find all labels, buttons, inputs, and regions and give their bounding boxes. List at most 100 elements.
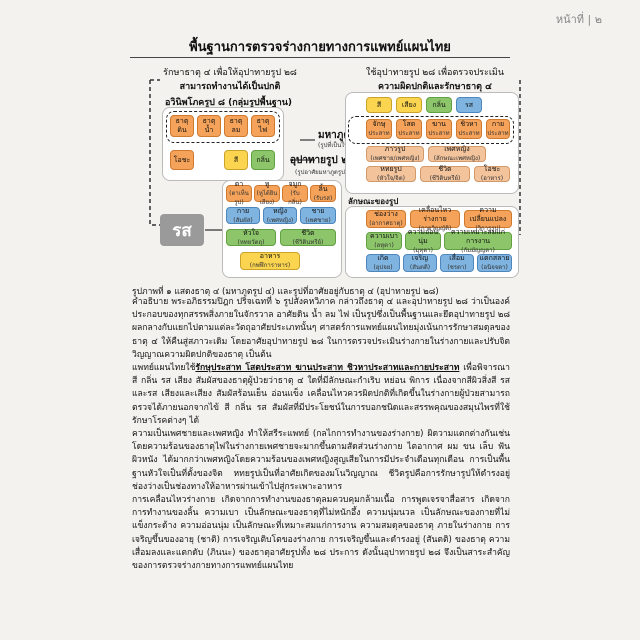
- box-label: ความเปลี่ยนแปลง: [469, 205, 507, 223]
- box-label: เกิด: [377, 254, 389, 262]
- box-subtitle: (ชีวิตินทรีย์): [429, 175, 461, 182]
- avi-box-fire: ธาตุไฟ: [251, 115, 275, 137]
- center-box-life: ชีวิต(ชีวิตินทรีย์): [280, 229, 336, 246]
- box-label: ลิ้น: [318, 184, 328, 193]
- box-subtitle: (อาหาร): [480, 175, 504, 182]
- avi-box-oja: โอชะ: [170, 150, 194, 170]
- box-label: ชีวิต: [301, 228, 315, 237]
- box-subtitle: (รับรส): [313, 194, 333, 202]
- upadaya-label: อุปาทายรูป ๒๔: [290, 155, 356, 166]
- center-box-ear: หู(หูได้ยินเสียง): [254, 180, 280, 206]
- page-number: หน้าที่ | ๒: [555, 13, 602, 26]
- page-title: พื้นฐานการตรวจร่างกายทางการแพทย์แผนไทย: [189, 40, 451, 55]
- box-subtitle: (มุทุตา): [413, 246, 433, 254]
- paragraph-3: ความเป็นเพศชายและเพศหญิง ทำให้สรีระแพทย์…: [132, 429, 510, 492]
- right-box-lahuta: ความเบา (ลหุตา): [366, 232, 402, 250]
- box-subtitle: (สันตติ): [409, 264, 431, 271]
- right-box-aniccata: แตกสลาย(อนิจจตา): [477, 254, 512, 272]
- right-heading-1: ใช้อุปาทายรูป ๒๘ เพื่อตรวจประเมิน: [365, 68, 505, 78]
- box-label: หญิง: [273, 206, 287, 215]
- center-box-eye: ตา (ตาเห็นรูป): [226, 180, 252, 206]
- right-box-color: สี: [366, 97, 392, 113]
- right-box-ear-prasat: โสตประสาท: [396, 119, 422, 139]
- box-subtitle: (ชีวิตินทรีย์): [292, 238, 324, 246]
- avi-box-wind: ธาตุลม: [224, 115, 248, 137]
- box-label: ช่องว่าง: [374, 210, 398, 218]
- right-box-jarata: เสื่อม (ชรตา): [440, 254, 474, 272]
- box-label: ความเบา: [370, 232, 398, 240]
- box-label: เจริญ: [411, 254, 429, 262]
- para2-terms: รักษุประสาท โสตประสาท ฆานประสาท ชิวหาประ…: [195, 363, 460, 374]
- box-label: กาย: [491, 120, 505, 128]
- center-box-tongue: ลิ้น(รับรส): [310, 185, 336, 202]
- title-underline: [130, 57, 510, 58]
- box-label: ฆาน: [432, 120, 446, 128]
- box-label: หทยรูป: [380, 165, 402, 173]
- center-box-female: หญิง(เพศหญิง): [263, 207, 297, 224]
- right-box-smell: กลิ่น: [426, 97, 452, 113]
- box-subtitle: ประสาท: [398, 130, 420, 137]
- box-label: ตา: [234, 180, 244, 188]
- right-box-nose-prasat: ฆานประสาท: [426, 119, 452, 139]
- box-subtitle: (วิการรูป): [475, 224, 501, 232]
- box-label: อาหาร: [259, 252, 281, 260]
- prasat-dashed-group: [348, 116, 514, 144]
- upadaya-sub: (รูปอาศัยมหาภูตรูปเกิดขึ้น): [295, 169, 365, 176]
- center-box-male: ชาย(เพศชาย): [300, 207, 336, 224]
- box-label: ความเหมาะสมแก่การงาน: [450, 227, 506, 245]
- box-label: ชิวหา: [460, 120, 478, 128]
- box-subtitle: (ตาเห็นรูป): [229, 190, 249, 206]
- right-box-oja: โอชะ (อาหาร): [474, 165, 510, 182]
- box-label: โอชะ: [483, 165, 501, 173]
- box-label: ภาวรูป: [384, 145, 406, 153]
- box-label: ชีวิต: [438, 165, 452, 173]
- box-subtitle: ประสาท: [458, 130, 480, 137]
- right-box-hadaya: หทยรูป(หัวใจ/จิต): [366, 165, 416, 182]
- box-label: หัวใจ: [242, 228, 260, 237]
- avi-box-smell: กลิ่น: [251, 150, 275, 170]
- paragraph-2: แพทย์แผนไทยใช้รักษุประสาท โสตประสาท ฆานป…: [132, 362, 510, 428]
- box-label: เสื่อม: [449, 254, 465, 262]
- box-subtitle: (อุปจย): [373, 264, 393, 271]
- center-box-heart: หัวใจ(หทยวัตถุ): [226, 229, 276, 246]
- para2-lead: แพทย์แผนไทยใช้: [132, 363, 196, 374]
- box-label: จักษุ: [372, 120, 386, 128]
- box-subtitle: (ลักษณะเพศหญิง): [433, 155, 481, 162]
- center-box-body: กาย(สัมผัส): [226, 207, 260, 224]
- figure-caption: รูปภาพที่ ๑ แสดงธาตุ ๔ (มหาภูตรูป ๔) และ…: [132, 287, 439, 297]
- mahabhuta-sub: (รูปที่เป็นใหญ่): [318, 142, 356, 149]
- box-subtitle: ประสาท: [428, 130, 450, 137]
- avi-box-water: ธาตุน้ำ: [197, 115, 221, 137]
- box-subtitle: (เพศชาย): [305, 216, 331, 224]
- center-box-nose: จมูก (รับกลิ่น): [282, 180, 308, 206]
- right-box-bhava: ภาวรูป (เพศชาย/เพศหญิง): [366, 145, 424, 162]
- box-subtitle: (เพศหญิง): [266, 216, 294, 224]
- box-subtitle: ประสาท: [487, 130, 509, 137]
- box-label: แตกสลาย: [479, 254, 510, 262]
- box-subtitle: (เพศชาย/เพศหญิง): [370, 155, 420, 162]
- avi-box-earth: ธาตุดิน: [170, 115, 194, 137]
- box-subtitle: (กายวิญญัติ): [418, 224, 452, 232]
- box-subtitle: (ลหุตา): [374, 242, 394, 249]
- right-box-life: ชีวิต (ชีวิตินทรีย์): [420, 165, 470, 182]
- box-subtitle: (กพฬีการาหาร): [249, 262, 291, 269]
- box-subtitle: (รับกลิ่น): [288, 190, 302, 206]
- right-box-sound: เสียง: [396, 97, 422, 113]
- right-box-female: เพศหญิง(ลักษณะเพศหญิง): [428, 145, 486, 162]
- right-box-space: ช่องว่าง(อากาศธาตุ): [366, 210, 406, 228]
- right-box-santati: เจริญ (สันตติ): [403, 254, 437, 272]
- box-label: ชาย: [311, 206, 325, 215]
- box-subtitle: (ชรตา): [447, 264, 467, 271]
- right-box-muduta: ความอ่อนนุ่ม(มุทุตา): [405, 228, 441, 254]
- box-subtitle: (กัมมัญญตา): [461, 246, 495, 254]
- right-box-tongue-prasat: ชิวหาประสาท: [456, 119, 482, 139]
- box-label: จมูก: [288, 180, 302, 188]
- box-subtitle: (สัมผัส): [233, 216, 253, 224]
- box-label: ความอ่อนนุ่ม: [407, 227, 439, 245]
- right-box-kammannata: ความเหมาะสมแก่การงาน(กัมมัญญตา): [444, 228, 512, 254]
- box-subtitle: ประสาท: [368, 130, 390, 137]
- rs-taste-box: รส: [160, 214, 204, 246]
- right-box-taste: รส: [456, 97, 482, 113]
- right-box-vikara: ความเปลี่ยนแปลง(วิการรูป): [464, 206, 512, 232]
- box-subtitle: (หูได้ยินเสียง): [256, 190, 278, 206]
